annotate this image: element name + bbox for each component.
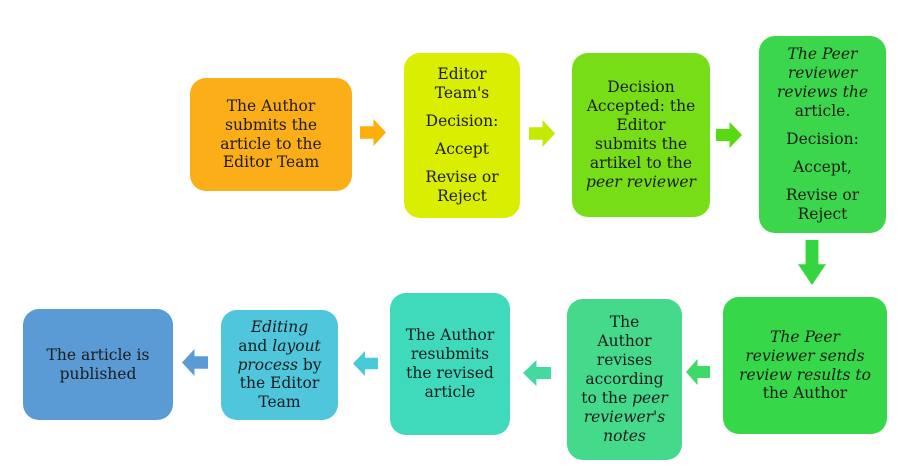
arrow-right-icon [529,120,555,147]
flow-box-text: The Peer reviewer reviews the article.De… [776,45,868,223]
arrow-left-icon [353,351,378,376]
arrow-right-icon [360,119,386,146]
flow-box-author-resubmits: The Author resubmits the revised article [390,293,510,435]
flow-box-text: The Peer reviewer sends review results t… [739,327,871,403]
flow-box-text: Decision Accepted: the Editor submits th… [586,78,696,191]
flow-box-text: The Author resubmits the revised article [405,326,495,401]
flow-box-peer-reviewer-sends-results: The Peer reviewer sends review results t… [723,297,887,434]
arrow-left-icon [523,360,551,386]
flow-box-text: Editing and layout process by the Editor… [237,317,322,412]
arrow-down-icon [798,240,826,285]
flow-box-text: The article is published [46,345,150,383]
arrow-left-icon [686,359,710,385]
flow-box-text: The Author submits the article to the Ed… [220,96,322,172]
flow-box-decision-accepted: Decision Accepted: the Editor submits th… [572,53,710,217]
flow-box-author-submits: The Author submits the article to the Ed… [190,78,352,191]
arrow-right-icon [716,122,742,148]
flow-box-editing-layout-process: Editing and layout process by the Editor… [221,310,338,420]
flow-box-peer-reviewer-reviews: The Peer reviewer reviews the article.De… [759,36,886,233]
flow-box-text: The Author revises according to the peer… [581,313,668,445]
flow-box-author-revises: The Author revises according to the peer… [567,299,682,460]
flow-box-article-published: The article is published [23,309,173,420]
arrow-left-icon [182,349,208,376]
